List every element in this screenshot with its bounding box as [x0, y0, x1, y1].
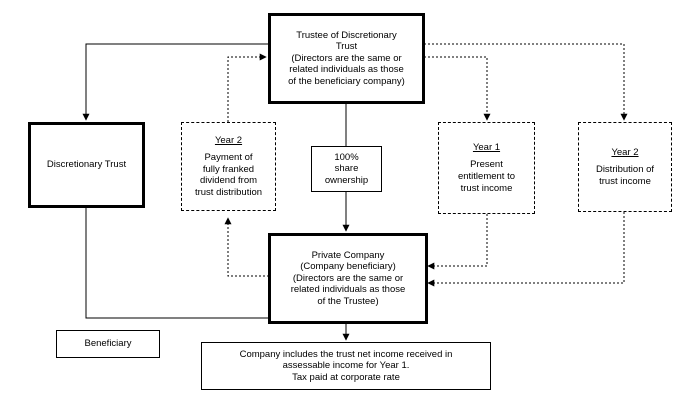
private-company-line-3: (Directors are the same or [292, 272, 404, 284]
trustee-detail-line-2: related individuals as those [289, 64, 404, 76]
private-company-line-2: (Company beneficiary) [300, 261, 396, 273]
company-to-payment-arrow [224, 217, 269, 277]
year2-payment-box: Year 2 Payment of fully franked dividend… [181, 122, 276, 211]
beneficiary-box: Beneficiary [56, 330, 160, 358]
company-income-line-3: Tax paid at corporate rate [292, 371, 400, 383]
trustee-title-line-1: Trustee of Discretionary [296, 29, 397, 41]
trustee-detail-line-1: (Directors are the same or [291, 52, 402, 64]
discretionary-trust-label: Discretionary Trust [46, 159, 127, 171]
private-company-line-4: related individuals as those [290, 284, 406, 296]
year2-payment-year: Year 2 [214, 134, 243, 146]
private-company-box: Private Company (Company beneficiary) (D… [268, 233, 428, 324]
share-ownership-text: 100% share ownership [324, 151, 369, 186]
year1-entitlement-year: Year 1 [472, 141, 501, 153]
company-income-box: Company includes the trust net income re… [201, 342, 491, 390]
company-income-line-2: assessable income for Year 1. [282, 360, 410, 372]
trustee-box: Trustee of Discretionary Trust (Director… [268, 13, 425, 104]
private-company-line-1: Private Company [311, 249, 385, 261]
year2-distribution-text: Distribution of trust income [595, 164, 655, 187]
year1-to-company-arrow [427, 214, 488, 270]
company-income-line-1: Company includes the trust net income re… [239, 348, 453, 360]
year2-distribution-year: Year 2 [611, 146, 639, 158]
year2-distribution-box: Year 2 Distribution of trust income [578, 122, 672, 212]
trustee-to-year1-arrow [424, 56, 491, 121]
discretionary-trust-box: Discretionary Trust [28, 122, 145, 208]
trustee-to-year2-arrow [424, 43, 628, 121]
share-ownership-box: 100% share ownership [311, 146, 382, 192]
beneficiary-label: Beneficiary [84, 338, 132, 350]
private-company-line-5: of the Trustee) [317, 295, 379, 307]
trustee-detail-line-3: of the beneficiary company) [288, 75, 405, 87]
trust-to-company-line [85, 207, 269, 319]
trustee-to-trust-arrow [82, 43, 269, 121]
year1-entitlement-text: Present entitlement to trust income [457, 159, 516, 194]
year2-payment-text: Payment of fully franked dividend from t… [194, 152, 263, 198]
payment-to-trustee-arrow [227, 53, 267, 122]
year2-to-company-arrow [427, 212, 625, 287]
year1-entitlement-box: Year 1 Present entitlement to trust inco… [438, 122, 535, 214]
trustee-title-line-2: Trust [335, 41, 358, 53]
